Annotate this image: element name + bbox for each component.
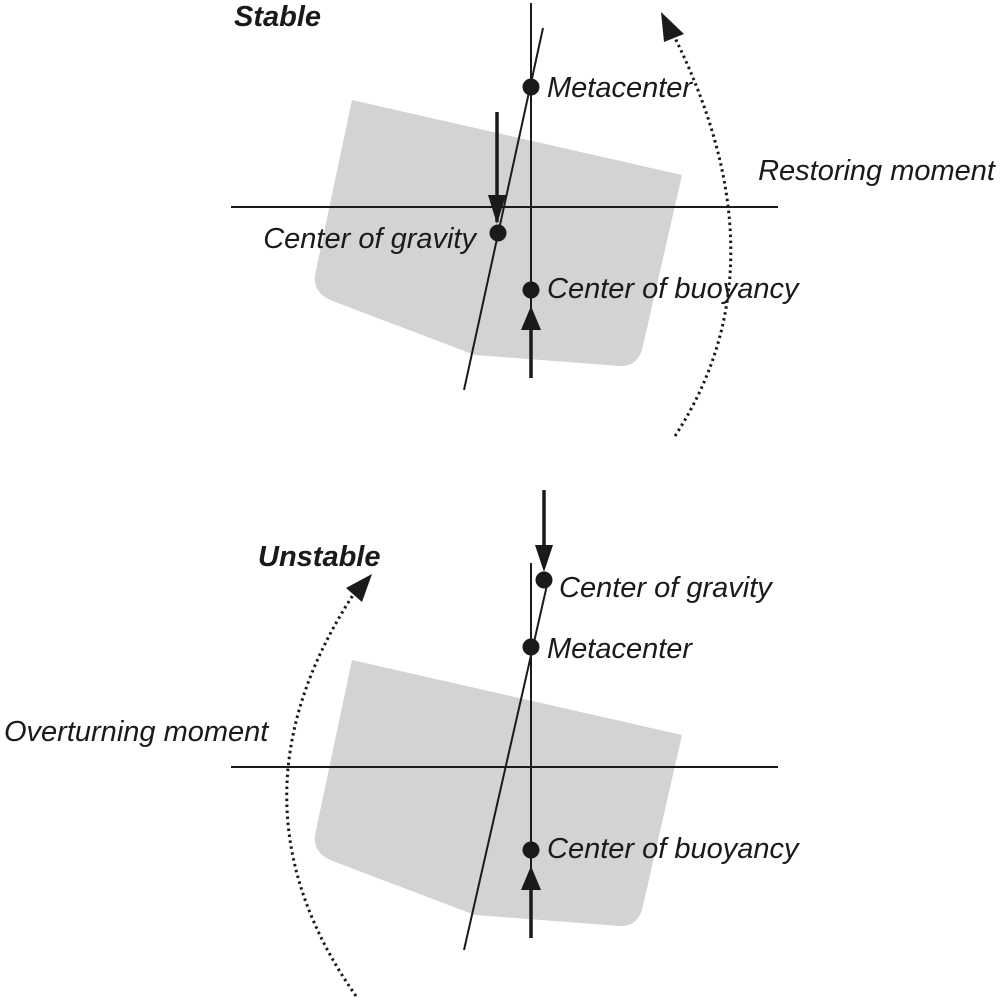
unstable-hull <box>314 660 682 927</box>
unstable-gravity-label: Center of gravity <box>559 572 773 604</box>
stable-gravity-point <box>489 224 507 242</box>
unstable-gravity-arrowhead <box>535 545 553 572</box>
unstable-buoyancy-point <box>522 841 540 859</box>
unstable-buoyancy-arrowhead <box>521 866 541 890</box>
stable-moment-label: Restoring moment <box>758 155 997 187</box>
unstable-moment-label: Overturning moment <box>4 716 270 748</box>
unstable-overturning-moment-arc <box>285 591 358 997</box>
stable-metacenter-label: Metacenter <box>547 72 693 104</box>
unstable-gravity-point <box>535 571 553 589</box>
stable-buoyancy-point <box>522 281 540 299</box>
stable-gravity-arrowhead <box>488 195 506 224</box>
unstable-overturning-moment-arrowhead <box>346 574 372 602</box>
stable-title: Stable <box>234 1 321 33</box>
stable-gravity-label: Center of gravity <box>263 223 477 255</box>
unstable-panel: Unstable Center of gravity Metacenter Ce… <box>4 490 800 997</box>
unstable-metacenter-label: Metacenter <box>547 633 693 665</box>
stable-metacenter-point <box>522 78 540 96</box>
unstable-buoyancy-label: Center of buoyancy <box>547 833 800 865</box>
stable-buoyancy-arrowhead <box>521 306 541 330</box>
unstable-metacenter-point <box>522 638 540 656</box>
stable-buoyancy-label: Center of buoyancy <box>547 273 800 305</box>
stable-restoring-moment-arc <box>666 23 733 437</box>
unstable-title: Unstable <box>258 541 380 573</box>
stable-panel: Stable Metacenter Center of gravity Cent… <box>231 1 997 437</box>
stable-restoring-moment-arrowhead <box>661 12 684 42</box>
